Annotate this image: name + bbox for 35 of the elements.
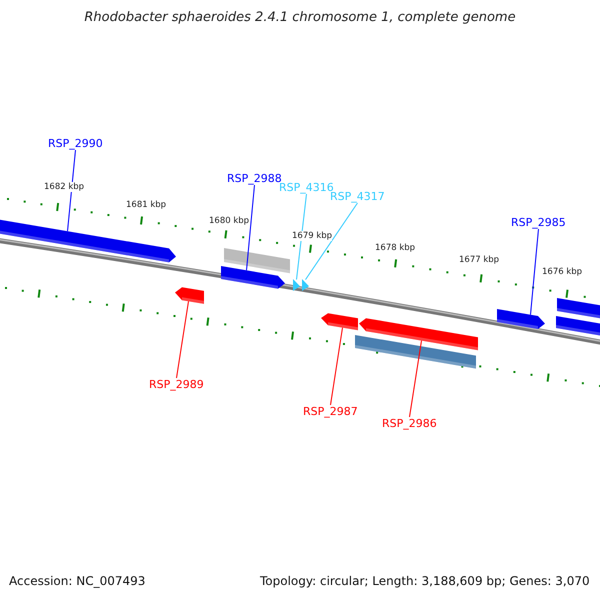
- gene-block: [497, 309, 545, 329]
- footer-text: Accession: NC_007493: [9, 574, 146, 588]
- gene-label: RSP_2985: [511, 216, 566, 229]
- gene-block: [359, 318, 478, 350]
- leader-line: [305, 202, 358, 280]
- scale-label: 1681 kbp: [126, 200, 166, 210]
- gene-block: [293, 279, 300, 291]
- scale-label: 1679 kbp: [292, 231, 332, 241]
- scale-label: 1676 kbp: [542, 267, 582, 277]
- gene-label: RSP_2987: [303, 405, 358, 418]
- gene-block: [321, 313, 358, 330]
- gene-block: [175, 287, 204, 304]
- gene-label: RSP_2989: [149, 378, 204, 391]
- gene-block: [221, 266, 285, 289]
- gene-block: [556, 316, 600, 338]
- leader-line: [176, 300, 189, 378]
- scale-label: 1680 kbp: [209, 216, 250, 226]
- gene-block: [0, 218, 176, 262]
- gene-block: [224, 248, 290, 274]
- title: Rhodobacter sphaeroides 2.4.1 chromosome 1, complete genome: [83, 10, 517, 25]
- gene-label: RSP_2990: [48, 137, 103, 150]
- gene-label: RSP_2988: [227, 172, 282, 185]
- leader-line: [530, 228, 539, 316]
- gene-block: [557, 298, 600, 319]
- leader-line: [246, 184, 255, 271]
- leader-line: [409, 340, 422, 418]
- scale-label: 1678 kbp: [375, 243, 416, 253]
- gene-block: [302, 279, 309, 291]
- scale-label: 1682 kbp: [44, 182, 84, 192]
- gene-block: [355, 335, 476, 369]
- scale-label: 1677 kbp: [459, 255, 500, 265]
- leader-line: [296, 194, 307, 280]
- leader-line: [67, 150, 76, 232]
- gene-label: RSP_2986: [382, 417, 437, 430]
- footer-text: Topology: circular; Length: 3,188,609 bp; Genes: 3,070: [260, 574, 590, 588]
